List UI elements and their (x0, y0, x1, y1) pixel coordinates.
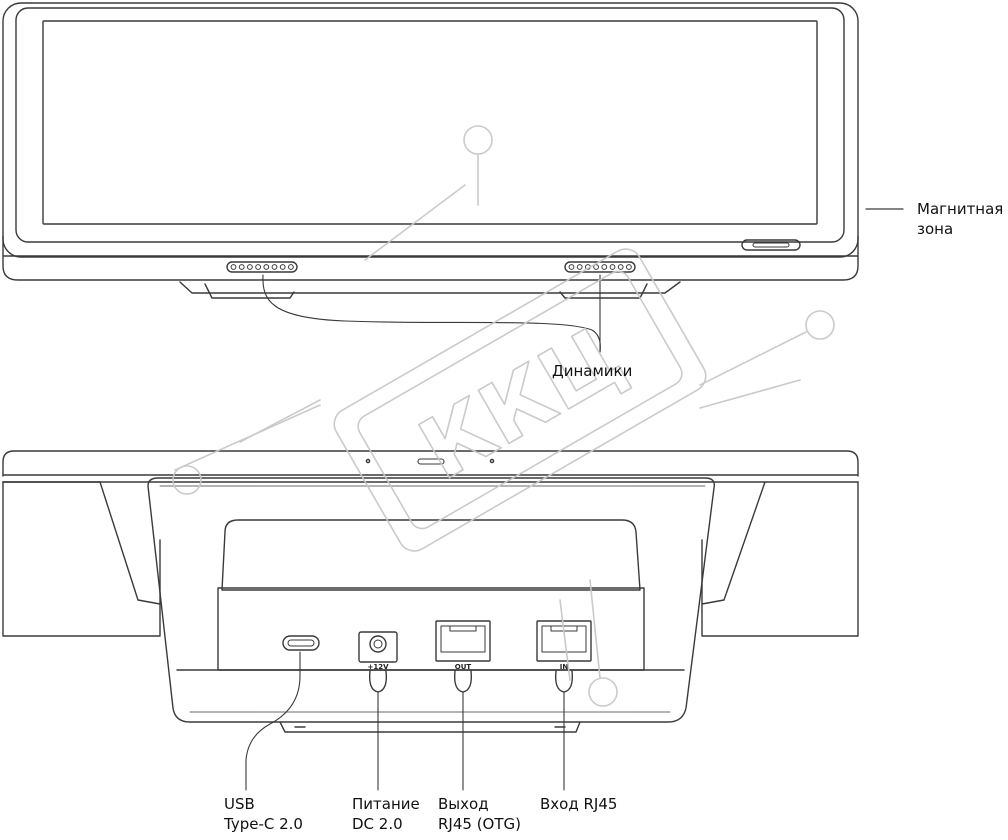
speaker-left (226, 261, 298, 273)
rear-recess (221, 519, 641, 591)
port-mark-power: +12V (367, 663, 389, 671)
usb-c-port (282, 635, 320, 651)
port-mark-output: OUT (455, 663, 472, 671)
speaker-right (564, 261, 636, 273)
watermark: ККЦ (172, 125, 835, 707)
rear-display-top (2, 450, 859, 477)
power-label: Питание DC 2.0 (352, 795, 420, 833)
speaker-hole (271, 264, 278, 270)
front-bezel-bottom (2, 235, 859, 281)
rear-wing-left (2, 481, 161, 637)
speaker-hole (601, 264, 608, 270)
speaker-hole (263, 264, 270, 270)
magnetic-zone-label: Магнитная зона (917, 200, 1004, 238)
dc-power-port (358, 631, 398, 663)
speaker-hole (255, 264, 262, 270)
speaker-hole (568, 264, 575, 270)
speaker-leader-left (262, 274, 601, 353)
front-view (2, 2, 904, 353)
speaker-hole (279, 264, 286, 270)
speakers-label: Динамики (552, 362, 633, 380)
speaker-hole (617, 264, 624, 270)
rear-stand (147, 477, 715, 723)
usb-label: USB Type-C 2.0 (224, 795, 303, 833)
input-label: Вход RJ45 (540, 795, 618, 813)
speaker-hole (238, 264, 245, 270)
front-screen (42, 20, 818, 225)
watermark-text: ККЦ (404, 306, 639, 498)
output-label: Выход RJ45 (OTG) (438, 795, 521, 833)
speaker-hole (576, 264, 583, 270)
front-display-body (2, 2, 859, 258)
rear-wing-right (701, 481, 859, 637)
speaker-hole (288, 264, 294, 270)
front-stand (179, 281, 681, 294)
usb-leader (245, 651, 301, 791)
rear-view: +12V OUT IN (2, 450, 859, 791)
speaker-hole (626, 264, 632, 270)
speaker-hole (247, 264, 253, 270)
speaker-hole (230, 264, 237, 270)
home-button (741, 239, 801, 251)
port-mark-input: IN (560, 663, 569, 671)
rj45-out-port (435, 620, 491, 662)
speaker-hole (609, 264, 616, 270)
